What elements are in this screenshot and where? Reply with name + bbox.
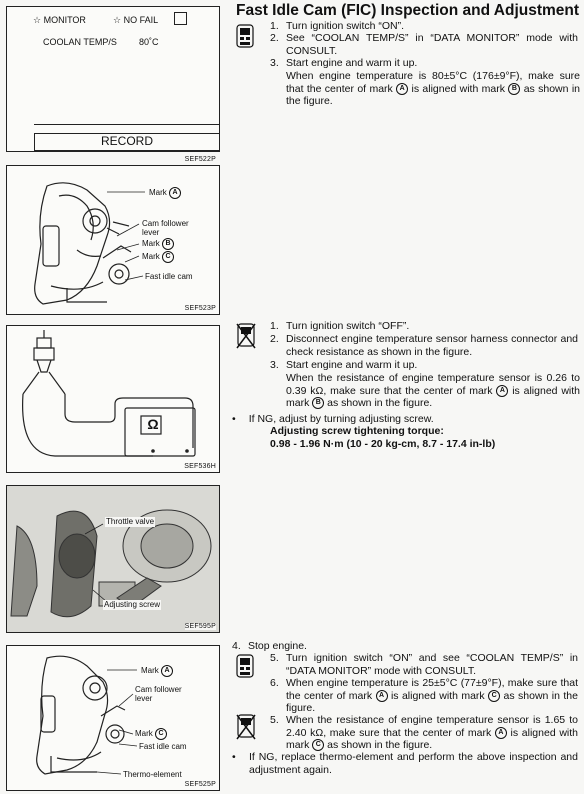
figure-throttle-photo: Throttle valve Adjusting screw SEF595P [6,485,220,633]
throttle-body-drawing [34,182,145,305]
ohmmeter-wiring-drawing [22,330,196,457]
figure-code: SEF595P [184,623,216,630]
torque-label: Adjusting screw tightening torque: [270,425,444,437]
throttle-photo-drawing [7,486,219,632]
label-cam-follower: Cam follower [135,685,182,694]
torque-value: 0.98 - 1.96 N·m (10 - 20 kg-cm, 8.7 - 17… [270,438,496,450]
bullet-dot: • [232,413,236,425]
section2-ng-bullet: •If NG, adjust by turning adjusting scre… [232,413,434,425]
label-mark-a: Mark A [149,187,182,199]
label-fast-idle-cam: Fast idle cam [145,272,193,281]
label-mark-c: Mark C [135,728,168,740]
figure-consult-screen: ☆ MONITOR ☆ NO FAIL COOLAN TEMP/S 80˚C R… [6,6,220,163]
bullet-dot: • [232,751,236,763]
section2-step-3-detail: When the resistance of engine temperatur… [286,372,580,410]
section3-step-5a: 5.Turn ignition switch “ON” and see “COO… [270,652,578,677]
figure-code: SEF536H [184,463,216,470]
label-mark-b: Mark B [142,238,175,250]
mark-c-symbol: C [488,689,501,702]
mark-a-symbol: A [494,726,507,739]
figure-code: SEF523P [184,305,216,312]
consult-tool-icon [236,24,254,48]
section2-step-2: 2.Disconnect engine temperature sensor h… [270,333,578,358]
figure-code: SEF522P [184,156,216,163]
record-button[interactable]: RECORD [34,133,220,151]
figure-ohmmeter: Ω SEF536H [6,325,220,473]
mark-c-symbol: C [312,739,325,752]
section3-ng-bullet: • If NG, replace thermo-element and perf… [232,751,578,776]
thermo-element-drawing [36,655,138,775]
no-fail-label: ☆ NO FAIL [113,15,159,25]
label-lever: lever [142,228,160,237]
mark-a-symbol: A [396,82,409,95]
consult-tool-icon [236,654,254,678]
figure-fic-marks-warm: Mark A Cam follower lever Mark B Mark C … [6,165,220,315]
figure-code: SEF525P [184,781,216,788]
param-name: COOLAN TEMP/S [43,37,117,47]
label-cam-follower: Cam follower [142,219,189,228]
page-title: Fast Idle Cam (FIC) Inspection and Adjus… [236,2,580,19]
mark-b-symbol: B [508,82,521,95]
no-tool-icon [236,323,256,349]
monitor-divider [34,124,220,125]
ohm-symbol: Ω [147,416,159,432]
section3-step-6: 6.When engine temperature is 25±5°C (77±… [270,677,578,714]
monitor-label: ☆ MONITOR [33,15,86,25]
section1-step-2: 2.See “COOLAN TEMP/S” in “DATA MONITOR” … [270,32,578,57]
mark-a-symbol: A [496,384,509,397]
label-adjusting-screw: Adjusting screw [103,600,162,610]
section3-step-5b: 5.When the resistance of engine temperat… [270,714,578,752]
mark-a-symbol: A [375,689,388,702]
label-mark-c: Mark C [142,251,175,263]
section1-step-3-detail: When engine temperature is 80±5°C (176±9… [286,70,581,107]
figure-fic-marks-cold: Mark A Cam follower lever Mark C Fast id… [6,645,220,791]
no-tool-icon [236,714,256,740]
mark-b-symbol: B [312,397,325,410]
label-lever: lever [135,694,153,703]
label-mark-a: Mark A [141,665,174,677]
param-value: 80˚C [139,37,159,47]
label-throttle-valve: Throttle valve [105,517,156,527]
label-thermo-element: Thermo-element [123,770,182,779]
label-fast-idle-cam: Fast idle cam [139,742,187,751]
checkbox-icon [174,12,187,25]
